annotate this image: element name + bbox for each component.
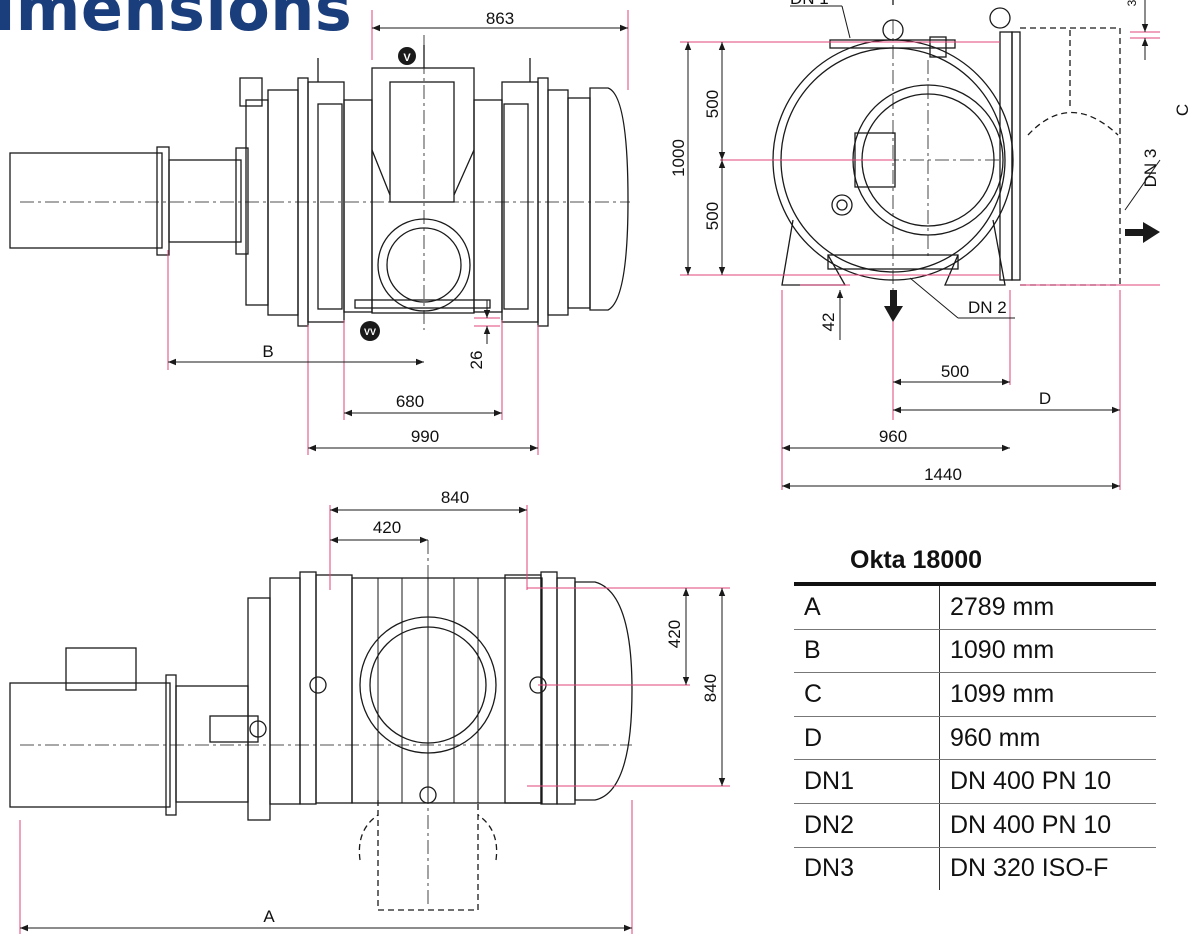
- dim-680: 680: [396, 392, 424, 411]
- dim-863: 863: [486, 9, 514, 28]
- table-row: D 960 mm: [794, 716, 1156, 761]
- marker-vv-label: VV: [364, 327, 376, 337]
- table-cell-key: D: [794, 716, 940, 761]
- marker-vv-icon: [360, 321, 380, 341]
- dim-26: 26: [467, 351, 486, 370]
- table-cell-key: DN3: [794, 847, 940, 891]
- table-cell-key: A: [794, 581, 940, 630]
- table-row: A 2789 mm: [794, 581, 1156, 630]
- table-cell-key: DN2: [794, 803, 940, 848]
- marker-v-icon: [398, 47, 416, 65]
- marker-v-label: V: [403, 52, 411, 64]
- top-view: [9, 540, 633, 911]
- label-small-dim: 3: [1125, 0, 1139, 6]
- table-row: B 1090 mm: [794, 629, 1156, 674]
- table-cell-value: DN 320 ISO-F: [950, 854, 1109, 883]
- table-cell-key: B: [794, 629, 940, 674]
- dim-d: D: [1039, 389, 1051, 408]
- table-row: DN2 DN 400 PN 10: [794, 803, 1156, 848]
- dim-500-lower: 500: [703, 202, 722, 230]
- spec-table-title: Okta 18000: [850, 546, 983, 574]
- table-cell-value: DN 400 PN 10: [939, 759, 1156, 804]
- spec-table: A 2789 mm B 1090 mm C 1099 mm D 960 mm D…: [794, 581, 1156, 891]
- dim-1440: 1440: [924, 465, 962, 484]
- dim-960: 960: [879, 427, 907, 446]
- dim-500-horizontal: 500: [941, 362, 969, 381]
- dim-420-vertical: 420: [665, 620, 684, 648]
- page-title: imensions: [0, 0, 353, 45]
- table-row: DN3 DN 320 ISO-F: [794, 847, 1156, 891]
- table-cell-value: 1090 mm: [939, 629, 1156, 674]
- table-cell-value: 960 mm: [939, 716, 1156, 761]
- table-cell-value: DN 400 PN 10: [939, 803, 1156, 848]
- dim-1000: 1000: [669, 139, 688, 177]
- dim-840-top: 840: [441, 488, 469, 507]
- table-cell-key: C: [794, 672, 940, 717]
- label-c: C: [1173, 104, 1192, 116]
- dim-420-top: 420: [373, 518, 401, 537]
- label-dn2: DN 2: [968, 298, 1007, 317]
- top-view-dimensions: 840 420 420 840 A: [19, 488, 730, 934]
- dim-840-vertical: 840: [701, 674, 720, 702]
- table-cell-value: 1099 mm: [939, 672, 1156, 717]
- table-cell-key: DN1: [794, 759, 940, 804]
- front-view-dimensions: 1000 500 500 42 500 D 960 1440 DN 1 DN 2…: [669, 0, 1192, 490]
- dim-a: A: [263, 907, 275, 926]
- side-view: [9, 35, 630, 330]
- dim-500-upper: 500: [703, 90, 722, 118]
- dim-990: 990: [411, 427, 439, 446]
- table-row: C 1099 mm: [794, 672, 1156, 717]
- table-cell-value: 2789 mm: [939, 581, 1156, 630]
- side-view-dimensions: 863 B 680 990 26 V VV: [167, 9, 629, 455]
- label-dn1: DN 1: [790, 0, 829, 8]
- label-dn3: DN 3: [1141, 149, 1160, 188]
- dim-42: 42: [819, 313, 838, 332]
- table-row: DN1 DN 400 PN 10: [794, 759, 1156, 804]
- motor-body: [9, 152, 163, 249]
- dim-b: B: [262, 342, 273, 361]
- front-view: [760, 0, 1121, 300]
